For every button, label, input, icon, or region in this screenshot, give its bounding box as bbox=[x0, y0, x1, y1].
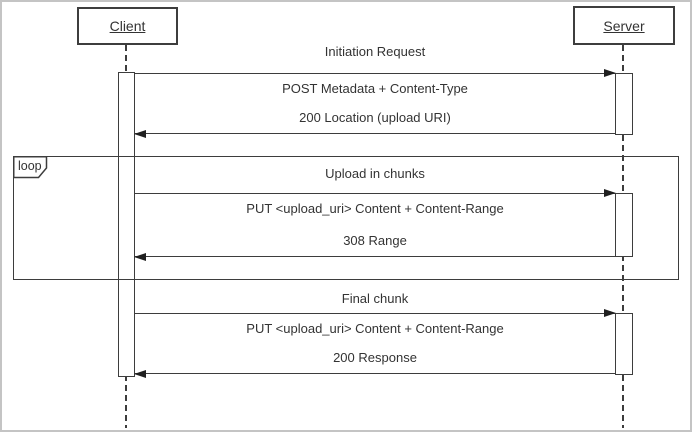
server-activation-bar-1 bbox=[615, 73, 633, 135]
request-message-label: PUT <upload_uri> Content + Content-Range bbox=[246, 321, 504, 336]
request-arrowhead-icon bbox=[604, 188, 616, 197]
interaction-box-initiation: POST Metadata + Content-Type 200 Locatio… bbox=[134, 73, 616, 134]
request-arrowhead-icon bbox=[604, 68, 616, 77]
interaction-box-final-chunk: PUT <upload_uri> Content + Content-Range… bbox=[134, 313, 616, 374]
interaction-title-upload-chunks: Upload in chunks bbox=[325, 166, 425, 181]
client-actor-box: Client bbox=[77, 7, 178, 45]
loop-pentagon-icon bbox=[13, 156, 48, 179]
server-actor-box: Server bbox=[573, 6, 675, 45]
server-actor-label: Server bbox=[603, 17, 645, 34]
response-message-label: 200 Response bbox=[333, 350, 417, 365]
loop-fragment-label: loop bbox=[18, 159, 42, 173]
interaction-box-upload-chunks: PUT <upload_uri> Content + Content-Range… bbox=[134, 193, 616, 257]
request-message-label: PUT <upload_uri> Content + Content-Range bbox=[246, 201, 504, 216]
interaction-title-final-chunk: Final chunk bbox=[341, 291, 409, 306]
response-arrowhead-icon bbox=[134, 129, 146, 138]
loop-fragment-frame bbox=[13, 156, 679, 280]
response-arrowhead-icon bbox=[134, 252, 146, 261]
server-activation-bar-3 bbox=[615, 313, 633, 375]
request-arrowhead-icon bbox=[604, 308, 616, 317]
client-actor-label: Client bbox=[109, 18, 146, 34]
interaction-title-initiation: Initiation Request bbox=[324, 44, 426, 59]
request-message-label: POST Metadata + Content-Type bbox=[282, 81, 468, 96]
response-message-label: 308 Range bbox=[343, 233, 407, 248]
response-message-label: 200 Location (upload URI) bbox=[299, 110, 451, 125]
response-arrowhead-icon bbox=[134, 369, 146, 378]
